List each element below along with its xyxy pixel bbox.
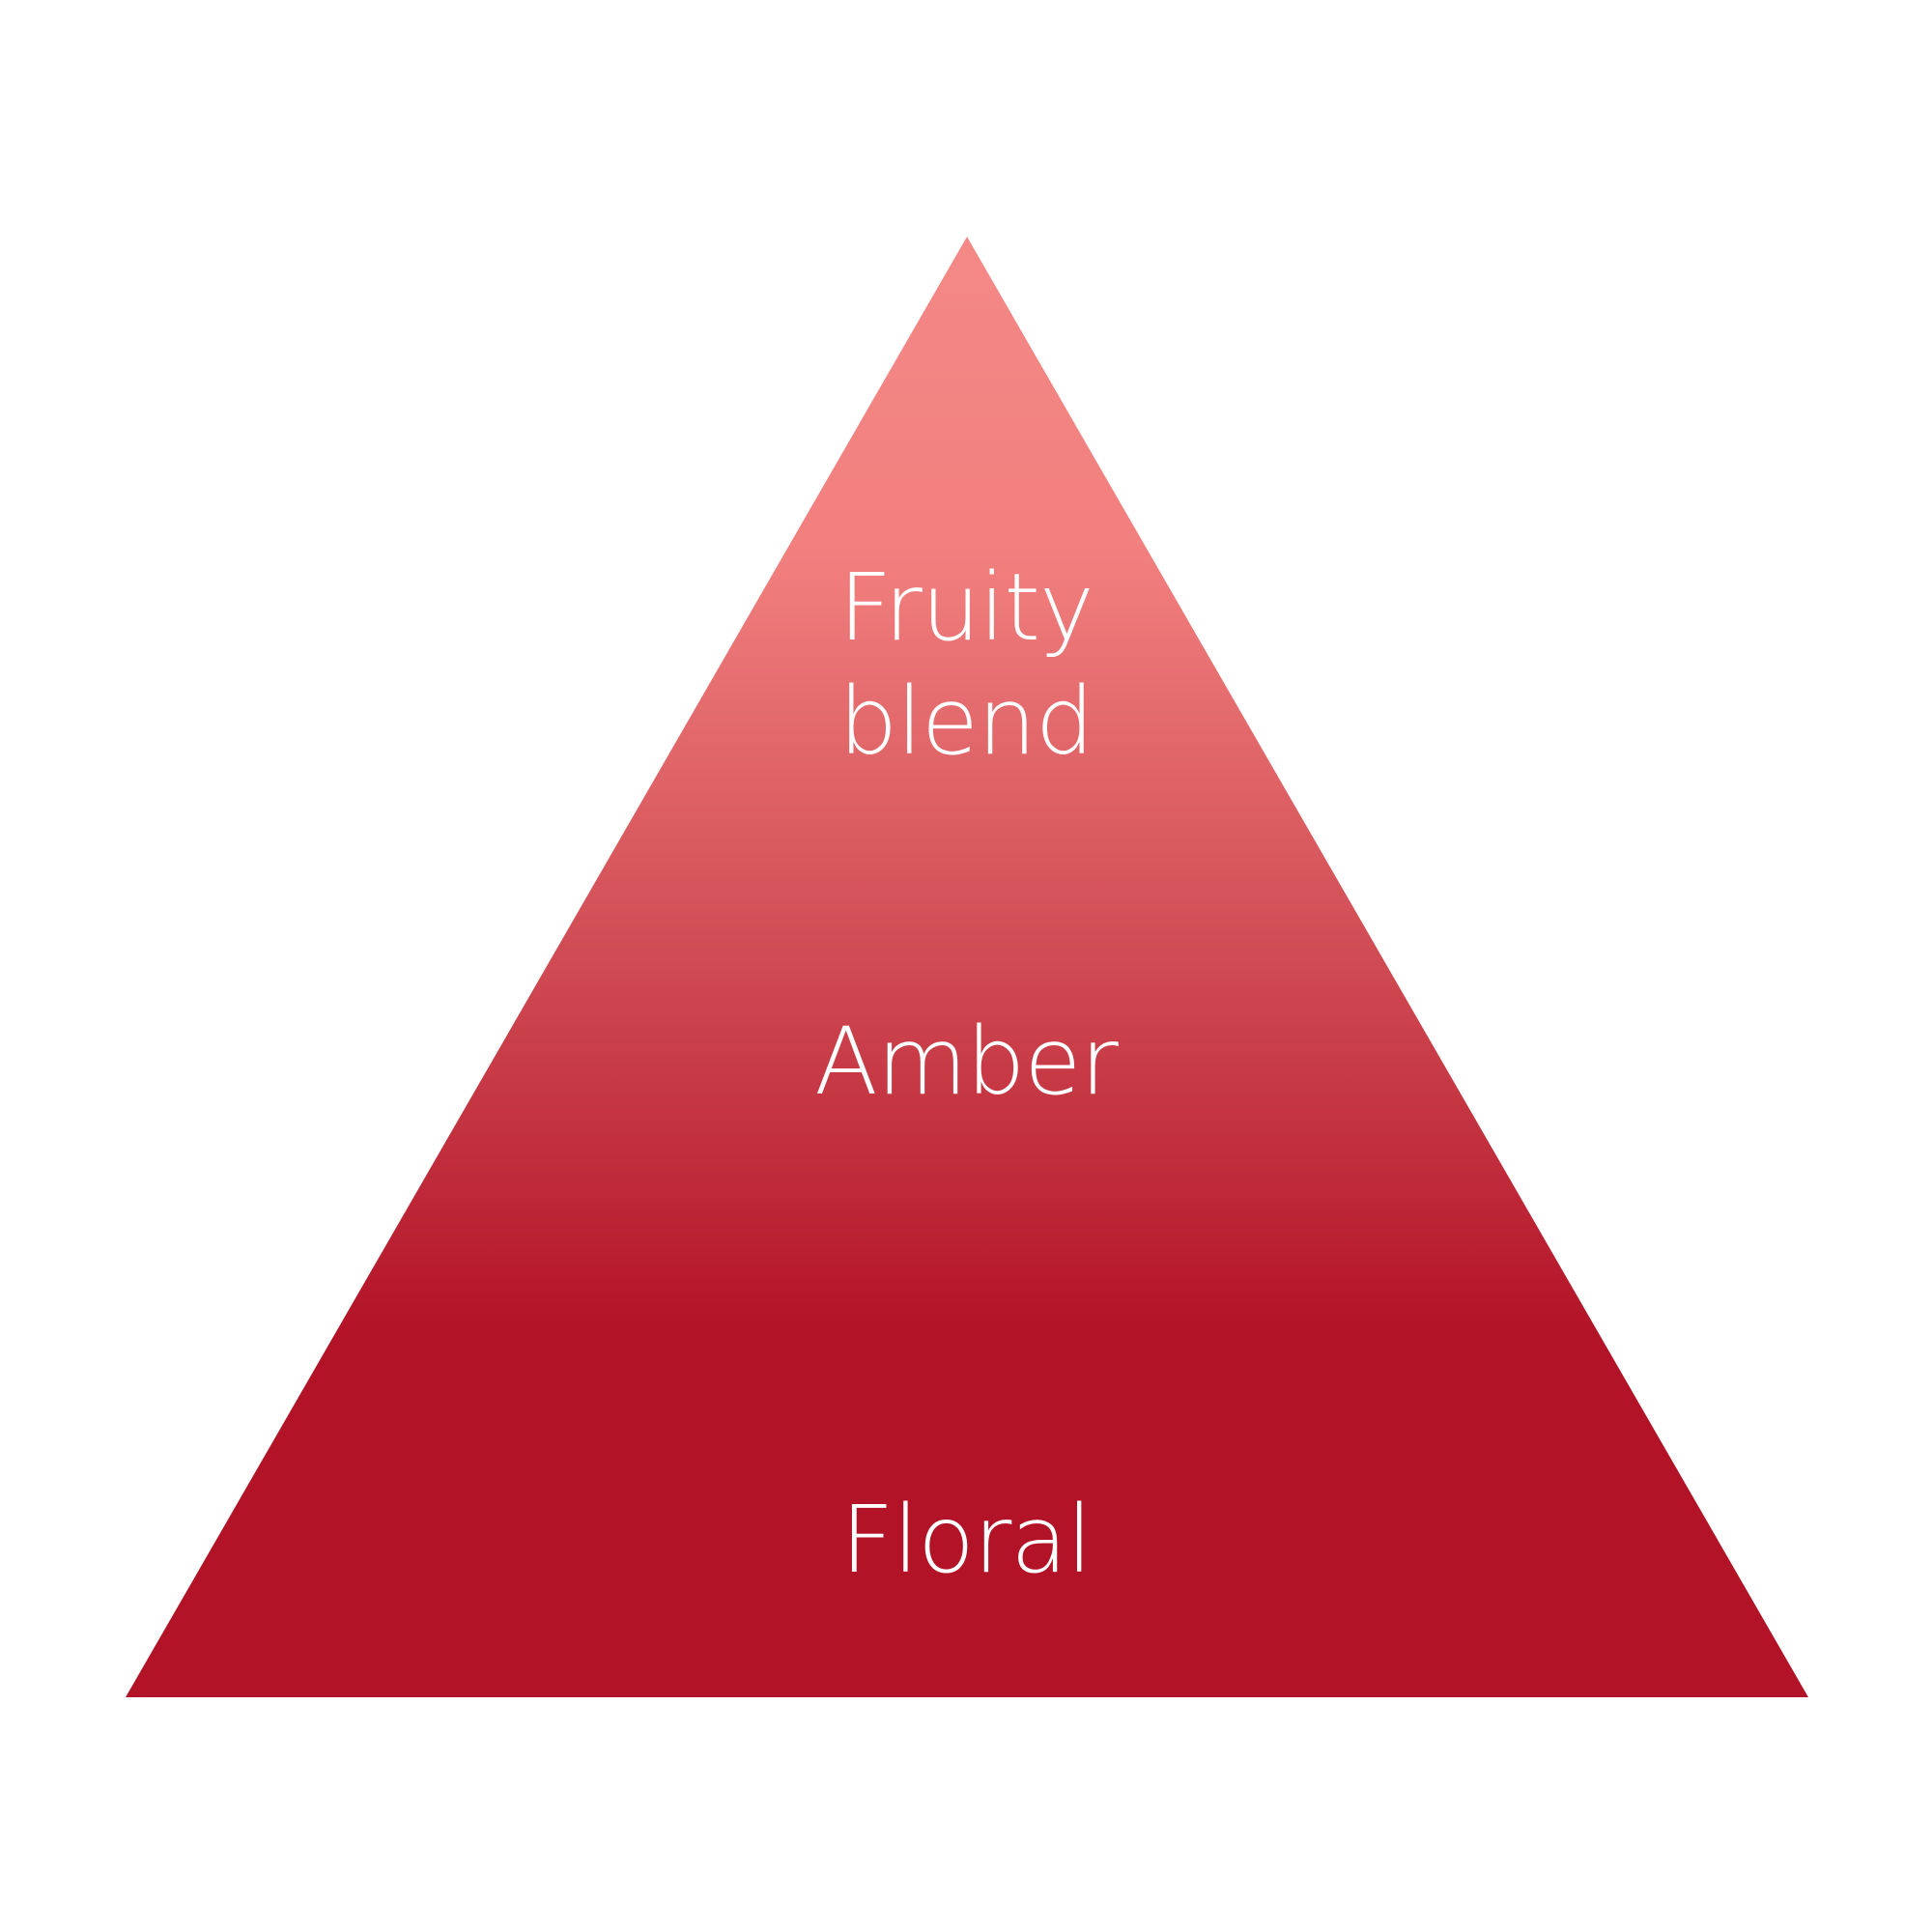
tier-label-fruity-blend: Fruity blend	[0, 551, 1932, 779]
tier-label-amber: Amber	[814, 1008, 1119, 1116]
tier-label-fruity-line2: blend	[838, 668, 1094, 776]
pyramid-shape	[126, 237, 1808, 1697]
tier-label-fruity-line1: Fruity	[838, 554, 1094, 662]
tier-label-floral: Floral	[840, 1486, 1093, 1594]
